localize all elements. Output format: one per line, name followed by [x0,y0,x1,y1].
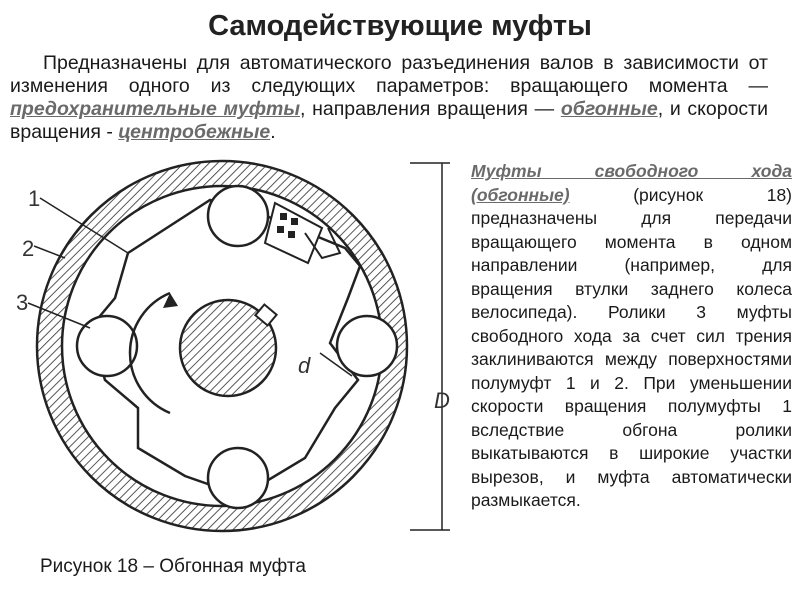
term-centrifugal: центробежные [118,121,271,143]
spring-block [263,201,342,265]
roller-bottom [206,446,270,510]
shaft [178,298,278,398]
label-3: 3 [16,290,28,315]
intro-text-2: , направления вращения — [300,98,561,120]
dimension-D-label: D [434,388,450,413]
term-safety-couplings: предохранительные муфты [10,98,301,120]
intro-text-1: Предназначены для автоматического разъед… [10,52,768,97]
intro-text-4: . [270,121,276,143]
clutch-drawing: d D 1 2 3 [16,159,450,533]
roller-left [75,314,139,378]
term-overrunning: обгонные [560,98,658,120]
overrunning-clutch-figure: d D 1 2 3 [10,158,472,553]
label-1: 1 [28,186,40,211]
dimension-d-label: d [298,353,311,378]
term-freewheel-couplings: Муфты свободного хода (обгонные) [471,161,792,205]
figure-caption: Рисунок 18 – Обгонная муфта [40,556,306,577]
label-2: 2 [22,236,34,261]
roller-right [335,314,399,378]
description-paragraph: Муфты свободного хода (обгонные) (рисуно… [471,160,792,513]
rotation-arrow [128,291,171,415]
intro-paragraph: Предназначены для автоматического разъед… [10,52,768,144]
description-text: (рисунок 18) предназначены для передачи … [471,184,792,511]
intro-text-3: , и скорости вращения - [10,98,769,143]
roller-top [206,184,270,248]
page-title: Самодействующие муфты [208,10,592,42]
